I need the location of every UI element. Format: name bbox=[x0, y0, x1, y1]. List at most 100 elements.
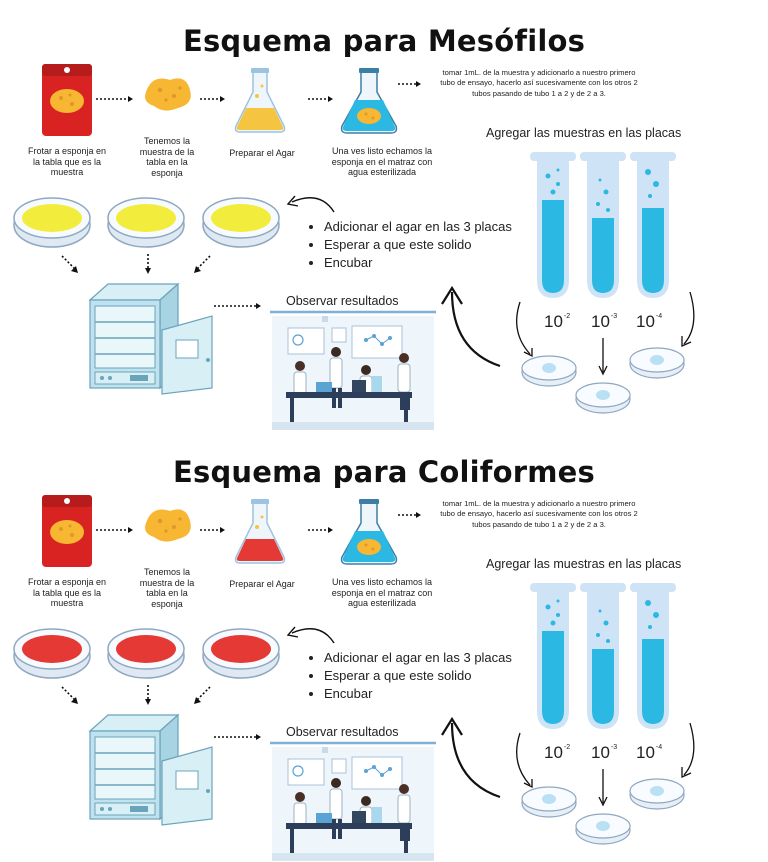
dilution-exponent: -4 bbox=[655, 744, 663, 751]
step-item: Encubar bbox=[324, 254, 514, 272]
dotted-arrow-icon bbox=[145, 254, 151, 274]
petri-dish-agar bbox=[13, 628, 91, 679]
observe-results-label: Observar resultados bbox=[286, 294, 399, 308]
dilution-base: 10 bbox=[544, 743, 563, 762]
caption-rub: Frotar a esponja en la tabla que es la m… bbox=[27, 146, 107, 177]
dilution-base: 10 bbox=[636, 312, 655, 331]
petri-dish-agar bbox=[202, 628, 280, 679]
caption-sample: Tenemos la muestra de la tabla en la esp… bbox=[139, 567, 195, 609]
agar-flask-icon bbox=[234, 68, 286, 133]
dotted-arrow-icon bbox=[145, 685, 151, 705]
petri-dish-agar bbox=[107, 628, 185, 679]
dilution-label: 10-2 bbox=[544, 312, 570, 332]
section-graphics bbox=[13, 64, 695, 430]
incubator-icon bbox=[88, 282, 213, 395]
caption-rub: Frotar a esponja en la tabla que es la m… bbox=[27, 577, 107, 608]
dotted-arrow-icon bbox=[308, 96, 333, 102]
incubator-icon bbox=[88, 713, 213, 826]
test-tube-1 bbox=[530, 583, 576, 729]
scheme-section-2: Esquema para Coliformes bbox=[0, 431, 768, 862]
petri-dish-sample bbox=[575, 382, 631, 414]
curved-arrow-icon bbox=[441, 285, 501, 368]
dilution-exponent: -3 bbox=[610, 744, 618, 751]
step-item: Encubar bbox=[324, 685, 514, 703]
section-title: Esquema para Coliformes bbox=[173, 455, 595, 489]
section-graphics bbox=[13, 495, 695, 861]
dilution-note: tomar 1mL. de la muestra y adicionarlo a… bbox=[440, 499, 638, 529]
test-tube-2 bbox=[580, 583, 626, 729]
dotted-arrow-icon bbox=[398, 81, 421, 87]
dilution-label: 10-4 bbox=[636, 312, 662, 332]
curved-arrow-icon bbox=[681, 291, 695, 348]
dilution-exponent: -2 bbox=[563, 744, 571, 751]
dilution-base: 10 bbox=[591, 312, 610, 331]
petri-dish-agar bbox=[13, 197, 91, 248]
dotted-arrow-icon bbox=[308, 527, 333, 533]
flask-with-sponge-icon bbox=[340, 68, 398, 134]
petri-dish-sample bbox=[521, 355, 577, 387]
dotted-arrow-icon bbox=[96, 96, 133, 102]
curved-arrow-icon bbox=[286, 195, 335, 213]
test-tube-3 bbox=[630, 583, 676, 729]
dotted-arrow-icon bbox=[61, 255, 78, 273]
curved-arrow-icon bbox=[598, 769, 608, 807]
sponge-icon bbox=[145, 78, 191, 111]
dilution-base: 10 bbox=[636, 743, 655, 762]
dilution-label: 10-3 bbox=[591, 743, 617, 763]
dilution-base: 10 bbox=[544, 312, 563, 331]
step-item: Esperar a que este solido bbox=[324, 236, 514, 254]
dilution-exponent: -3 bbox=[610, 313, 618, 320]
dilution-exponent: -2 bbox=[563, 313, 571, 320]
caption-agar: Preparar el Agar bbox=[229, 579, 295, 589]
dilution-note: tomar 1mL. de la muestra y adicionarlo a… bbox=[440, 68, 638, 98]
dotted-arrow-icon bbox=[200, 527, 225, 533]
step-item: Esperar a que este solido bbox=[324, 667, 514, 685]
petri-dish-sample bbox=[629, 347, 685, 379]
dotted-arrow-icon bbox=[194, 686, 211, 704]
dotted-arrow-icon bbox=[96, 527, 133, 533]
dilution-label: 10-3 bbox=[591, 312, 617, 332]
steps-list: Adicionar el agar en las 3 placas Espera… bbox=[308, 649, 514, 703]
sponge-icon bbox=[145, 509, 191, 542]
curved-arrow-icon bbox=[441, 716, 501, 799]
agar-flask-icon bbox=[234, 499, 286, 564]
caption-flask: Una ves listo echamos la esponja en el m… bbox=[331, 577, 433, 608]
caption-sample: Tenemos la muestra de la tabla en la esp… bbox=[139, 136, 195, 178]
test-tube-2 bbox=[580, 152, 626, 298]
test-tube-3 bbox=[630, 152, 676, 298]
step-item: Adicionar el agar en las 3 placas bbox=[324, 649, 514, 667]
dilution-label: 10-4 bbox=[636, 743, 662, 763]
caption-flask: Una ves listo echamos la esponja en el m… bbox=[331, 146, 433, 177]
section-title: Esquema para Mesófilos bbox=[182, 24, 586, 58]
add-samples-label: Agregar las muestras en las placas bbox=[486, 126, 682, 140]
scheme-section-1: Esquema para Mesófilos bbox=[0, 0, 768, 431]
curved-arrow-icon bbox=[681, 722, 695, 779]
dilution-label: 10-2 bbox=[544, 743, 570, 763]
laboratory-illustration bbox=[270, 310, 436, 430]
curved-arrow-icon bbox=[516, 732, 533, 789]
dotted-arrow-icon bbox=[194, 255, 211, 273]
petri-dish-sample bbox=[629, 778, 685, 810]
curved-arrow-icon bbox=[516, 301, 533, 358]
caption-agar: Preparar el Agar bbox=[229, 148, 295, 158]
steps-list: Adicionar el agar en las 3 placas Espera… bbox=[308, 218, 514, 272]
dotted-arrow-icon bbox=[61, 686, 78, 704]
dotted-arrow-icon bbox=[214, 734, 261, 740]
petri-dish-agar bbox=[107, 197, 185, 248]
curved-arrow-icon bbox=[598, 338, 608, 376]
petri-dish-sample bbox=[575, 813, 631, 845]
sample-bag-icon bbox=[42, 495, 92, 567]
dotted-arrow-icon bbox=[200, 96, 225, 102]
dilution-exponent: -4 bbox=[655, 313, 663, 320]
sample-bag-icon bbox=[42, 64, 92, 136]
flask-with-sponge-icon bbox=[340, 499, 398, 565]
curved-arrow-icon bbox=[286, 626, 335, 644]
laboratory-illustration bbox=[270, 741, 436, 861]
test-tube-1 bbox=[530, 152, 576, 298]
petri-dish-sample bbox=[521, 786, 577, 818]
dotted-arrow-icon bbox=[214, 303, 261, 309]
petri-dish-agar bbox=[202, 197, 280, 248]
dotted-arrow-icon bbox=[398, 512, 421, 518]
add-samples-label: Agregar las muestras en las placas bbox=[486, 557, 682, 571]
dilution-base: 10 bbox=[591, 743, 610, 762]
